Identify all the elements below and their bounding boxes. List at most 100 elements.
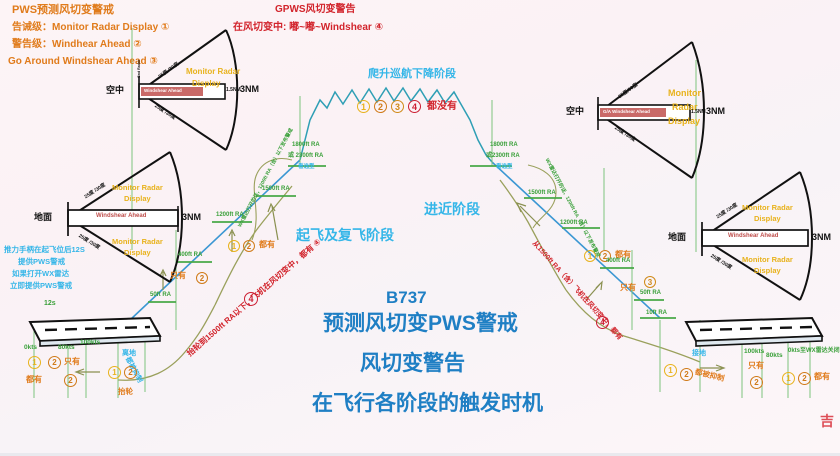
fan-bottom-left-display-bottom-2: Display	[124, 248, 151, 257]
phase-takeoff-label: 起飞及复飞阶段	[296, 227, 394, 243]
fan-top-left-origin: Gnd Radar	[137, 59, 141, 78]
left-alt-50-num: 2	[196, 272, 208, 284]
left-alt-50: 50ft RA	[150, 292, 172, 298]
runway-right-note-all: 都有	[814, 372, 830, 381]
left-note-tick: 12s	[44, 300, 56, 307]
left-alt-1200-num-2: 2	[243, 240, 255, 252]
runway-right	[684, 316, 824, 347]
center-title-line-2: 预测风切变PWS警戒	[323, 312, 518, 335]
fan-top-right-bar-text: G/A Windshear Ahead	[603, 109, 650, 114]
fan-bottom-right-range: 3NM	[812, 232, 832, 242]
runway-left-speed-0: 0kts	[24, 344, 38, 351]
cruise-num-3: 3	[391, 100, 404, 113]
left-alt-1800-note: 看选型	[298, 164, 315, 170]
right-alt-50-note: 只有	[620, 283, 636, 292]
arrow	[271, 205, 279, 241]
phase-cruise-label: 爬升巡航下降阶段	[368, 68, 456, 80]
fan-top-left-mid-range: 1.5NM	[226, 87, 241, 93]
fan-bottom-left-position: 地面	[34, 212, 53, 222]
fan-top-right-display-bottom: Display	[668, 116, 701, 126]
runway-left-num-all-1: 1	[28, 356, 41, 369]
left-alt-1200: 1200ft RA	[216, 212, 244, 218]
arrow	[715, 364, 726, 372]
approach-trajectory	[499, 179, 567, 291]
right-alt-10: 10ft RA	[646, 310, 668, 316]
departure-trajectory	[117, 304, 216, 381]
cruise-num-4: 4	[408, 100, 421, 113]
fan-bottom-right-display-top-2: Monitor Radar	[742, 255, 793, 264]
fan-top-left-display-top: Monitor Radar	[186, 67, 241, 76]
left-alt-1200-num-1: 1	[228, 240, 240, 252]
fan-bottom-left-bar-text: Windshear Ahead	[96, 213, 147, 219]
fan-bottom-left-display-top: Monitor Radar	[112, 183, 163, 192]
cruise-num-1: 1	[357, 100, 370, 113]
left-alt-400: 400ft RA	[178, 252, 203, 258]
runway-left-speed-80: 80kts	[58, 344, 75, 351]
right-alt-1200-num-1: 1	[584, 250, 596, 262]
fan-bottom-left	[67, 151, 183, 283]
pws-line-2: 警告级：Windhear Ahead ②	[12, 39, 142, 50]
gpws-line-1: 在风切变中: 嘟~嘟~Windshear ④	[233, 22, 384, 33]
arrow	[519, 205, 541, 227]
fan-top-right-position: 空中	[566, 106, 585, 116]
fan-top-right-mid-range: 1.5NM	[691, 109, 706, 115]
left-rotate-num-4: 4	[244, 292, 258, 306]
runway-right-note-only: 只有	[748, 361, 764, 370]
right-rotate-num-4: 4	[596, 316, 609, 329]
runway-left	[28, 316, 162, 347]
fan-bottom-right	[701, 171, 813, 301]
climb-path	[129, 159, 301, 321]
arrow	[74, 368, 85, 376]
right-alt-1200-note: 都有	[615, 250, 631, 259]
left-alt-1200-note: 都有	[259, 240, 275, 249]
left-note-line-1: 推力手柄在起飞位后12S	[4, 245, 85, 254]
arrow	[159, 268, 167, 277]
descent-link-curve	[527, 164, 557, 229]
arrow	[515, 202, 527, 213]
left-alt-2300: 或 2300ft RA	[288, 153, 324, 159]
pws-line-1: 告诫级：Monitor Radar Display ①	[12, 22, 170, 33]
fan-top-right-display-top: Monitor	[668, 88, 701, 98]
fan-top-left-position: 空中	[106, 85, 125, 95]
runway-right-num-only: 2	[750, 376, 763, 389]
fan-top-right	[597, 41, 705, 179]
left-alt-1800: 1800ft RA	[292, 142, 320, 148]
cruise-note-label: 都没有	[427, 101, 457, 112]
center-title-line-3: 风切变警告	[360, 352, 465, 375]
center-title-line-4: 在飞行各阶段的触发时机	[312, 392, 543, 415]
right-alt-2300: 或2300ft RA	[486, 153, 520, 159]
fan-top-left-range: 3NM	[240, 84, 260, 94]
climb-trajectory-curve	[214, 185, 293, 306]
right-alt-1800: 1800ft RA	[490, 142, 518, 148]
left-alt-1500: 1500ft RA	[262, 186, 290, 192]
runway-left-num-inhibit-1: 1	[108, 366, 121, 379]
climb-link-curve	[251, 158, 293, 241]
left-alt-50-note: 只有	[170, 271, 186, 280]
cruise-num-2: 2	[374, 100, 387, 113]
runway-right-speed-80: 80kts	[766, 352, 783, 359]
fan-bottom-left-range: 3NM	[182, 212, 202, 222]
fan-bottom-right-bar-text: Windshear Ahead	[728, 233, 779, 239]
runway-right-num-inhibit-2: 2	[680, 368, 693, 381]
runway-left-num-all-2: 2	[48, 356, 61, 369]
runway-right-speed-0: 0kts至WX雷达关闭	[788, 348, 840, 354]
runway-left-rotate-label: 抬轮	[118, 387, 133, 396]
approach-trajectory-2	[565, 289, 701, 363]
fan-bottom-right-display-top: Monitor Radar	[742, 203, 793, 212]
runway-right-speed-100: 100kts	[744, 348, 765, 355]
center-title-line-1: B737	[386, 288, 427, 307]
runway-left-num-inhibit-2: 2	[124, 366, 137, 379]
fan-bottom-left-display-bottom: Display	[124, 194, 151, 203]
fan-top-right-range: 3NM	[706, 106, 726, 116]
runway-right-num-inhibit-1: 1	[664, 364, 677, 377]
right-alt-1200: 1200ft RA	[560, 220, 588, 226]
gpws-title: GPWS风切变警告	[275, 4, 356, 15]
right-alt-400: 400ft RA	[606, 258, 631, 264]
fan-bottom-right-display-bottom: Display	[754, 214, 781, 223]
right-alt-1200-num-2: 2	[599, 250, 611, 262]
pws-title: PWS预测风切变警戒	[12, 4, 115, 16]
right-alt-1800-note: 看选型	[496, 164, 513, 170]
runway-left-liftoff: 离地	[122, 350, 136, 357]
